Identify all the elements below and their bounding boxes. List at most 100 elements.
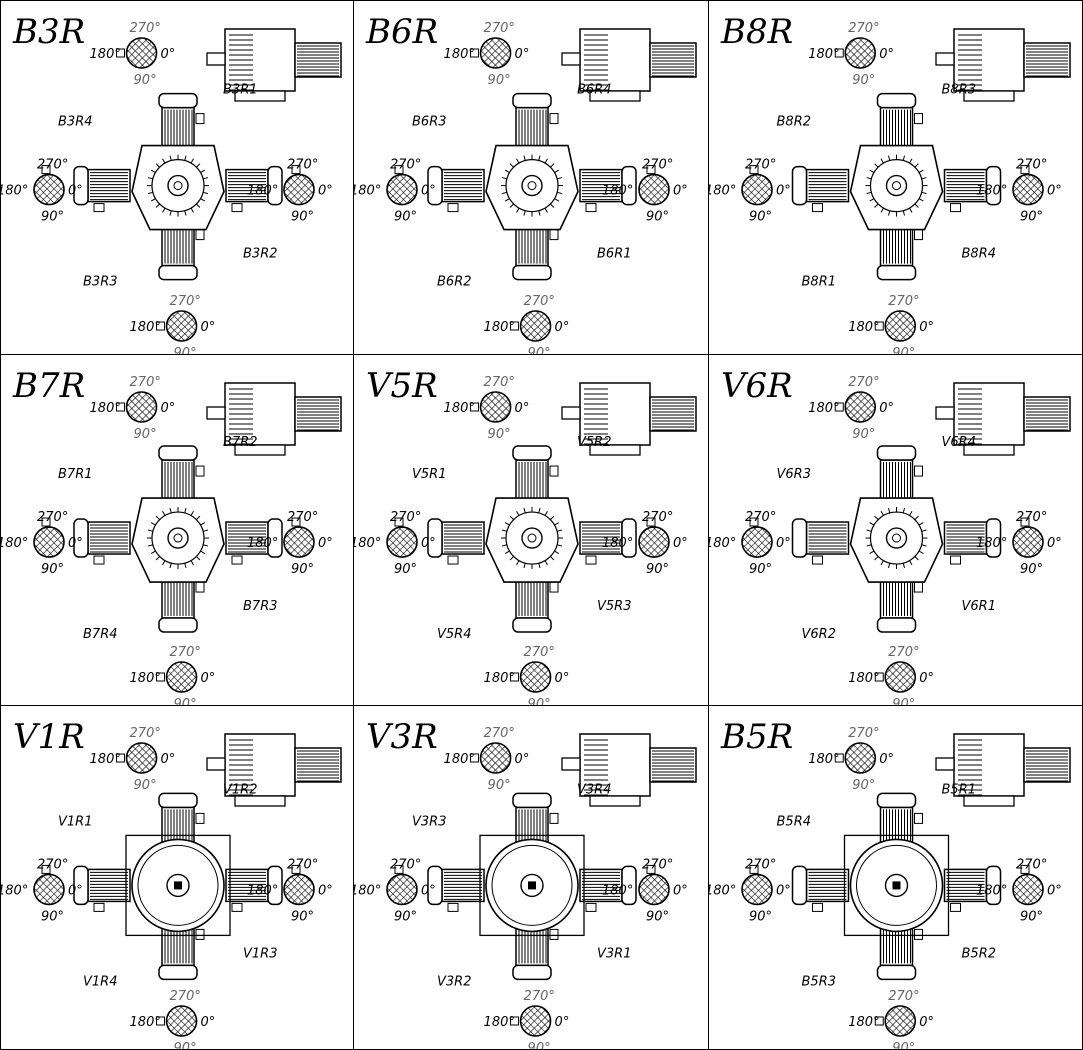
label-90-deg: 90° — [488, 73, 511, 88]
label-270-deg: 270° — [130, 726, 161, 741]
label-180-deg: 180° — [848, 320, 879, 335]
label-0-deg: 0° — [555, 320, 570, 335]
dial-left: 270°90°180°0° — [354, 158, 436, 225]
label-0-deg: 0° — [919, 1015, 934, 1030]
cell-title: V3R — [366, 717, 438, 757]
label-270-deg: 270° — [390, 158, 421, 173]
dial-right: 270°90°180°0° — [602, 158, 688, 225]
dial-top: 270°90°180°0° — [90, 21, 176, 88]
label-0-deg: 0° — [318, 536, 333, 551]
dial-left: 270°90°180°0° — [1, 510, 83, 577]
label-90-deg: 90° — [749, 909, 772, 924]
position-code: B7R1 — [58, 467, 93, 482]
label-270-deg: 270° — [642, 857, 673, 872]
label-90-deg: 90° — [488, 778, 511, 793]
dial-top: 270°90°180°0° — [808, 726, 894, 793]
label-180-deg: 180° — [1, 184, 28, 199]
label-90-deg: 90° — [528, 1041, 551, 1050]
label-270-deg: 270° — [848, 375, 879, 390]
label-90-deg: 90° — [646, 909, 669, 924]
dial-left: 270°90°180°0° — [709, 857, 791, 924]
position-code: B8R4 — [962, 247, 997, 262]
label-180-deg: 180° — [976, 883, 1007, 898]
label-0-deg: 0° — [161, 401, 176, 416]
label-90-deg: 90° — [394, 210, 417, 225]
label-0-deg: 0° — [68, 883, 83, 898]
mounting-cell-v1r: V1R270°90°180°0°270°90°180°0°270°90°180°… — [0, 705, 354, 1050]
label-90-deg: 90° — [174, 697, 197, 706]
position-code: B3R4 — [58, 115, 93, 130]
label-270-deg: 270° — [848, 726, 879, 741]
side-view-drawing — [206, 28, 342, 102]
label-270-deg: 270° — [287, 510, 318, 525]
label-180-deg: 180° — [808, 752, 839, 767]
position-code: B8R3 — [942, 83, 977, 98]
label-270-deg: 270° — [745, 158, 776, 173]
label-0-deg: 0° — [879, 47, 894, 62]
dial-top: 270°90°180°0° — [444, 21, 530, 88]
label-0-deg: 0° — [879, 752, 894, 767]
dial-right: 270°90°180°0° — [247, 510, 333, 577]
dial-bottom: 270°90°180°0° — [130, 645, 216, 706]
side-view-drawing — [935, 382, 1071, 456]
position-code: B5R2 — [962, 946, 997, 961]
label-180-deg: 180° — [808, 401, 839, 416]
dial-bottom: 270°90°180°0° — [848, 645, 934, 705]
label-180-deg: 180° — [1, 536, 28, 551]
mounting-cell-b8r: B8R270°90°180°0°270°90°180°0°270°90°180°… — [708, 0, 1083, 355]
side-view-drawing — [561, 733, 697, 807]
label-0-deg: 0° — [161, 47, 176, 62]
label-90-deg: 90° — [134, 73, 157, 88]
label-180-deg: 180° — [848, 671, 879, 686]
mounting-cell-v3r: V3R270°90°180°0°270°90°180°0°270°90°180°… — [353, 705, 709, 1050]
dial-right: 270°90°180°0° — [976, 158, 1062, 225]
label-270-deg: 270° — [848, 21, 879, 36]
position-code: V5R2 — [577, 435, 611, 450]
position-code: V6R4 — [942, 435, 976, 450]
cell-title: B3R — [12, 12, 85, 52]
position-code: B6R1 — [597, 247, 632, 262]
dial-top: 270°90°180°0° — [90, 375, 176, 442]
label-0-deg: 0° — [1047, 883, 1062, 898]
position-code: B5R3 — [802, 974, 837, 989]
dial-right: 270°90°180°0° — [976, 510, 1062, 577]
dial-left: 270°90°180°0° — [354, 857, 436, 924]
dial-top: 270°90°180°0° — [444, 726, 530, 793]
dial-bottom: 270°90°180°0° — [848, 989, 934, 1049]
label-90-deg: 90° — [134, 778, 157, 793]
label-270-deg: 270° — [524, 294, 555, 309]
label-180-deg: 180° — [354, 883, 381, 898]
position-code: B5R1 — [942, 782, 977, 797]
side-view-drawing — [206, 733, 342, 807]
label-270-deg: 270° — [1016, 158, 1047, 173]
dial-right: 270°90°180°0° — [602, 857, 688, 924]
label-90-deg: 90° — [174, 346, 197, 355]
cell-title: B6R — [365, 12, 438, 52]
label-270-deg: 270° — [642, 158, 673, 173]
position-code: B7R3 — [243, 599, 278, 614]
position-code: V1R2 — [223, 782, 257, 797]
position-code: B3R1 — [223, 83, 258, 98]
position-code: B8R1 — [802, 275, 837, 290]
position-code: V3R3 — [412, 814, 446, 829]
gear-unit-drawing — [73, 92, 283, 281]
dial-top: 270°90°180°0° — [808, 375, 894, 442]
cell-title: V5R — [366, 366, 438, 406]
gear-unit-drawing — [73, 445, 283, 633]
label-180-deg: 180° — [484, 1015, 515, 1030]
label-0-deg: 0° — [776, 883, 791, 898]
label-270-deg: 270° — [390, 857, 421, 872]
gear-unit-drawing — [427, 445, 637, 633]
label-180-deg: 180° — [130, 671, 161, 686]
label-90-deg: 90° — [528, 346, 551, 355]
label-0-deg: 0° — [421, 883, 436, 898]
dial-left: 270°90°180°0° — [1, 158, 83, 225]
label-0-deg: 0° — [776, 184, 791, 199]
position-code: V5R4 — [437, 627, 471, 642]
label-0-deg: 0° — [161, 752, 176, 767]
label-90-deg: 90° — [1020, 210, 1043, 225]
mounting-cell-b3r: B3R270°90°180°0°270°90°180°0°270°90°180°… — [0, 0, 354, 355]
position-code: B7R4 — [83, 627, 118, 642]
label-180-deg: 180° — [444, 752, 475, 767]
label-180-deg: 180° — [602, 184, 633, 199]
